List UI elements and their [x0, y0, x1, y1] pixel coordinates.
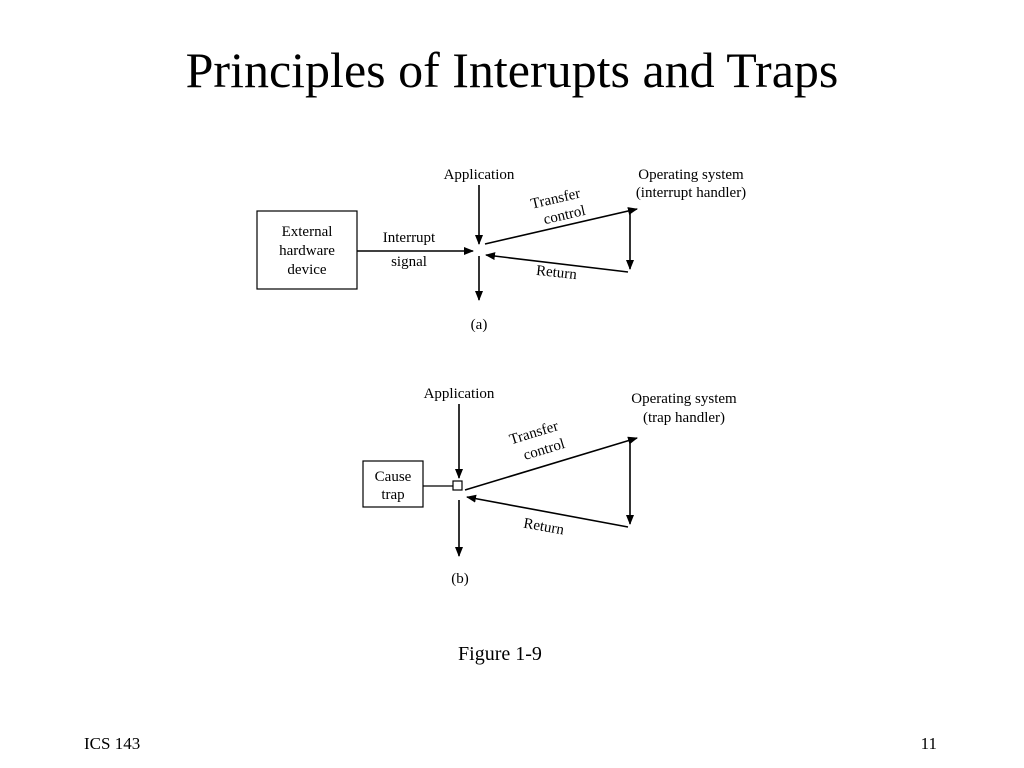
diagram-a-sublabel: (a) — [471, 317, 488, 333]
diagram-a-os-label-line1: Operating system — [638, 167, 744, 183]
external-hardware-device-box — [256, 210, 358, 290]
return-arrow-b — [466, 494, 629, 528]
return-arrow — [485, 252, 629, 273]
cause-trap-box — [362, 460, 424, 508]
diagram-b-application-label: Application — [424, 386, 495, 402]
transfer-control-arrow — [484, 207, 638, 245]
transfer-control-arrow-b — [464, 436, 638, 491]
cause-trap-label-line1: Cause — [375, 469, 412, 485]
slide-title: Principles of Interupts and Traps — [185, 42, 839, 98]
return-label-b: Return — [522, 516, 565, 539]
diagram-b-os-label-line1: Operating system — [631, 391, 737, 407]
device-label-line3: device — [287, 262, 326, 278]
diagram-b-os-label-line2: (trap handler) — [643, 410, 725, 426]
diagram-a-application-label: Application — [444, 167, 515, 183]
figure-caption: Figure 1-9 — [458, 643, 542, 665]
diagram-a: Application Operating system (interrupt … — [256, 167, 746, 333]
interrupt-signal-label-line2: signal — [391, 254, 427, 270]
diagram-a-os-label-line2: (interrupt handler) — [636, 185, 746, 201]
device-label-line1: External — [282, 224, 333, 240]
cause-trap-label-line2: trap — [381, 487, 404, 503]
interrupt-signal-label-line1: Interrupt — [383, 230, 436, 246]
diagram-b-sublabel: (b) — [451, 571, 469, 587]
page-number: 11 — [920, 734, 937, 753]
return-label: Return — [535, 263, 578, 283]
device-label-line2: hardware — [279, 243, 335, 259]
diagram-b: Application Operating system (trap handl… — [362, 386, 737, 587]
trap-point-marker — [452, 480, 463, 491]
course-footer: ICS 143 — [84, 734, 141, 753]
